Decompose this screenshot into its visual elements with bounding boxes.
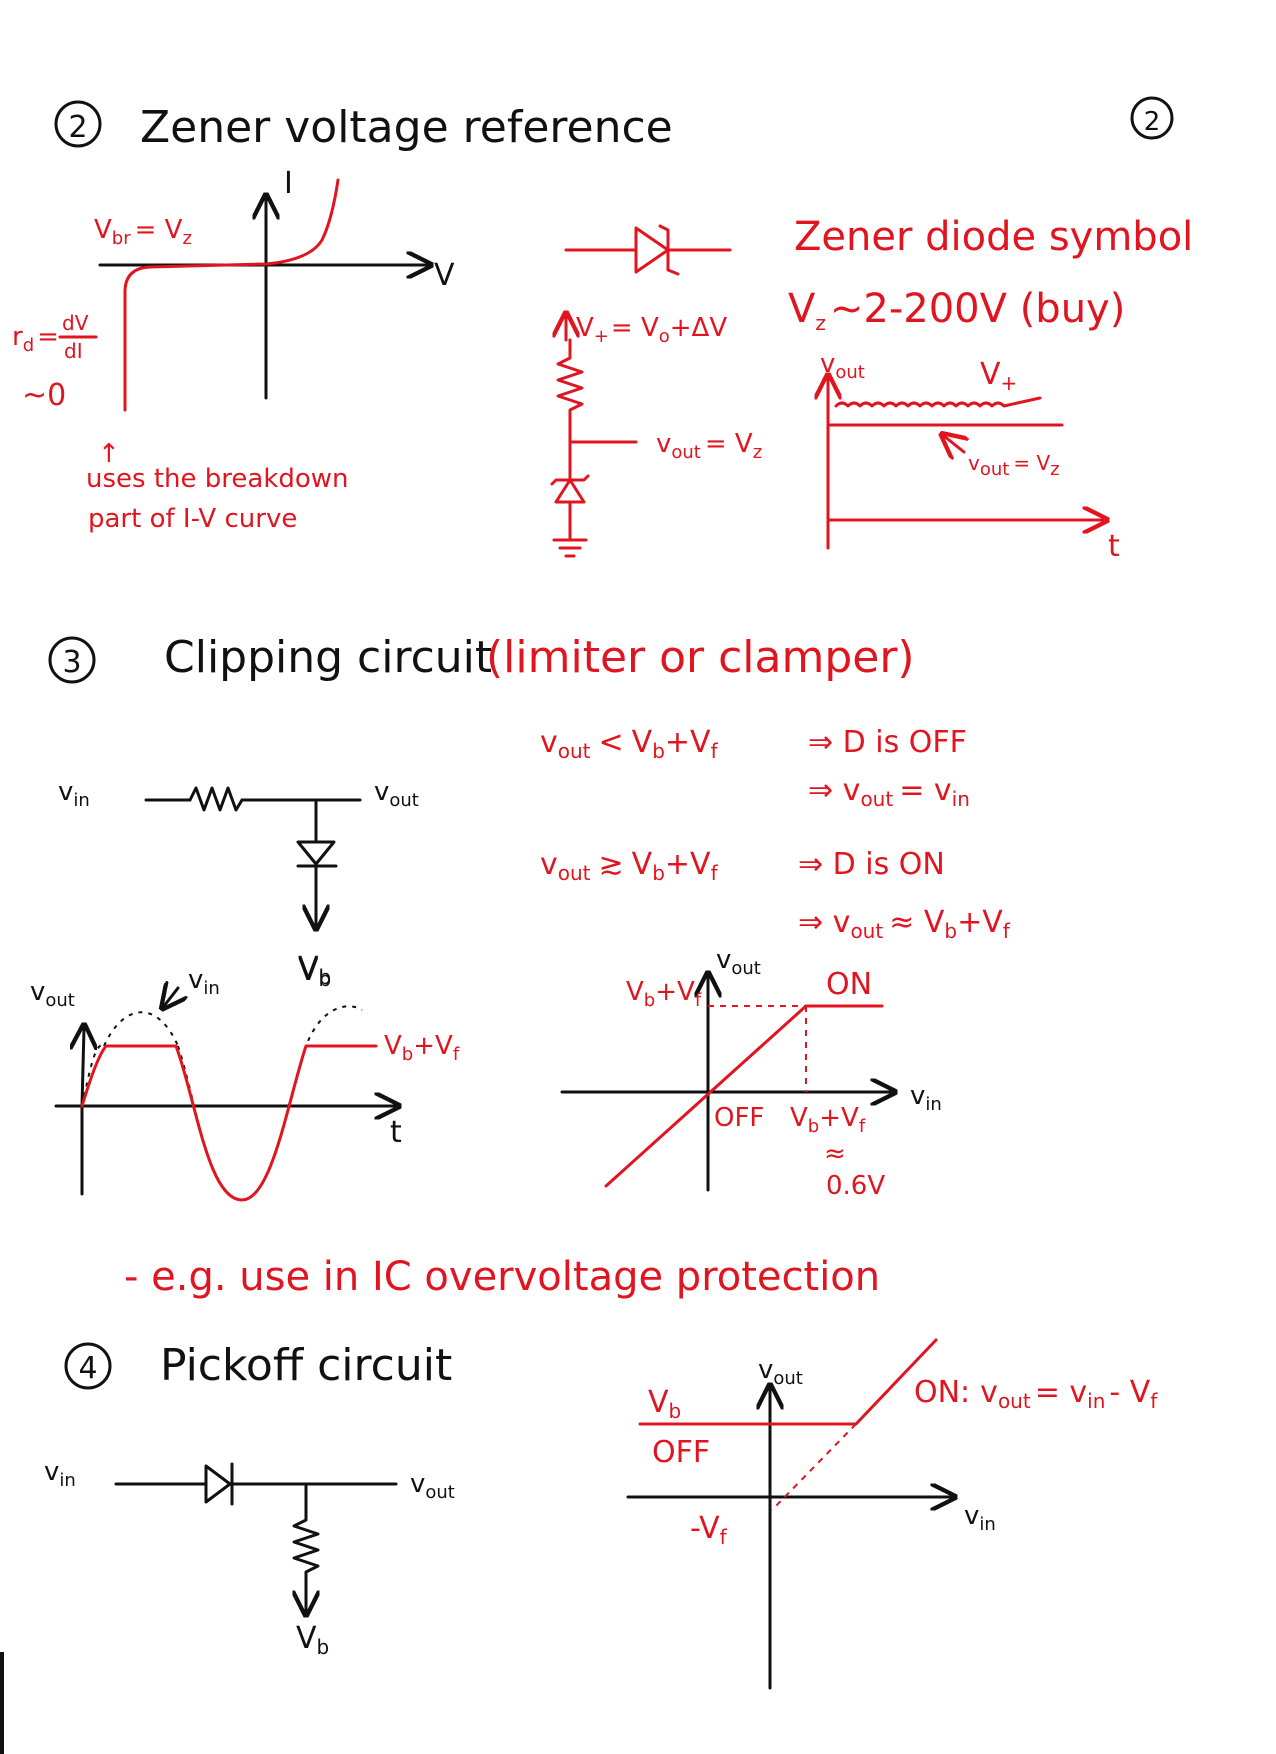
cond2-line2: ⇒ vout≈ Vb+Vf (798, 905, 1011, 943)
xlevel-label: Vb+Vf (790, 1103, 866, 1137)
zener-reference-circuit: V+= Vo+ΔV vout= Vz (550, 313, 762, 558)
section-number: 3 (62, 645, 81, 680)
vout-clipped (80, 1044, 378, 1202)
page-number: 2 (1144, 107, 1161, 137)
vplus-ripple (834, 396, 1042, 408)
y-axis-label: vout (820, 349, 865, 383)
off-label: OFF (714, 1103, 764, 1133)
zener-diode-symbol: Zener diode symbol Vz~2-200V (buy) (564, 214, 1193, 335)
value-label: 0.6V (826, 1171, 885, 1201)
section-subtitle: (limiter or clamper) (486, 632, 915, 683)
vb-label: Vb (298, 951, 331, 989)
x-axis-label: vin (910, 1081, 942, 1115)
zener-vout-graph: vout t V+ vout= Vz (820, 349, 1120, 564)
section-number-circle (48, 636, 96, 684)
resistor (292, 1482, 320, 1606)
vplus-label: V+ (980, 357, 1017, 395)
vout-label: vout (374, 777, 419, 811)
zener-triangle (554, 478, 586, 504)
rd-label: rd= (12, 322, 59, 356)
rd-numerator: dV (62, 311, 89, 335)
section-number: 2 (68, 110, 87, 145)
vin-label: vin (44, 1457, 76, 1491)
y-axis (82, 1028, 84, 1108)
extension-dashed (771, 1423, 857, 1511)
vb-label: Vb (298, 953, 331, 991)
cond1-result: ⇒ D is OFF (808, 725, 967, 760)
clipping-waveform: vout t vin Vb Vb+Vf (30, 953, 460, 1202)
x-axis-label: t (1108, 529, 1120, 564)
x-axis-label: t (390, 1115, 402, 1150)
on-equation: ON:vout= vin- Vf (914, 1375, 1158, 1413)
section-title: Pickoff circuit (160, 1340, 452, 1391)
clipping-conditions: vout<Vb+Vf ⇒ D is OFF ⇒ vout= vin vout≳V… (540, 725, 1011, 943)
section-4-header: 4 Pickoff circuit (64, 1340, 452, 1391)
vin-pointer (164, 988, 178, 1006)
iv-curve (123, 178, 340, 412)
section-title: Zener voltage reference (140, 102, 673, 153)
cond2-inequality: vout≳Vb+Vf (540, 847, 719, 885)
x-axis-label: vin (964, 1501, 996, 1535)
symbol-triangle (634, 226, 670, 274)
resistor (188, 786, 244, 812)
section-2-header: 2 Zener voltage reference 2 (54, 96, 1174, 153)
note-line-1: uses the breakdown (86, 464, 349, 494)
neg-vf-label: -Vf (690, 1511, 728, 1549)
cond1-inequality: vout<Vb+Vf (540, 725, 719, 763)
vbr-label: Vbr= Vz (94, 215, 192, 249)
approx-sign: ≈ (824, 1139, 846, 1169)
y-axis-label: vout (758, 1355, 803, 1389)
section-number-circle (64, 1342, 112, 1390)
off-label: OFF (652, 1435, 710, 1470)
clipping-transfer-plot: vout vin ON Vb+Vf OFF Vb+Vf ≈ 0.6V (560, 945, 942, 1201)
pickoff-circuit: vin vout Vb (44, 1457, 455, 1659)
y-axis-label: vout (716, 945, 761, 979)
vplus-label: V+= Vo+ΔV (576, 313, 727, 347)
vz-range: Vz~2-200V (buy) (788, 286, 1125, 335)
diode-triangle (296, 840, 336, 866)
pickoff-transfer-plot: vout vin Vb OFF -Vf ON:vout= vin- Vf (626, 1338, 1158, 1690)
y-axis-label: vout (30, 977, 75, 1011)
resistor (556, 338, 584, 444)
vout-label: vout= Vz (656, 429, 762, 463)
example-note: - e.g. use in IC overvoltage protection (124, 1254, 880, 1300)
vin-label: vin (188, 965, 220, 999)
on-label: ON (826, 967, 872, 1002)
cond1-line2: ⇒ vout= vin (808, 773, 970, 811)
note-arrow: ↑ (98, 439, 120, 469)
zener-bar (550, 474, 590, 486)
symbol-heading: Zener diode symbol (794, 214, 1193, 260)
section-title: Clipping circuit (164, 632, 492, 683)
vin-label: vin (58, 777, 90, 811)
clipping-circuit: vin vout Vb (58, 777, 419, 989)
vout-level-label: vout= Vz (968, 451, 1060, 480)
vin-sine (81, 1005, 363, 1202)
section-number: 4 (78, 1351, 97, 1386)
vb-label: Vb (648, 1385, 681, 1423)
clip-level-label: Vb+Vf (384, 1031, 460, 1065)
zener-iv-plot: I V Vbr= Vz rd= dV dI ~0 ↑ uses the brea… (12, 166, 455, 534)
cond2-result: ⇒ D is ON (798, 847, 945, 882)
vout-pointer (944, 436, 964, 452)
section-3-header: 3 Clipping circuit (limiter or clamper) (48, 632, 915, 684)
vb-label: Vb (296, 1621, 329, 1659)
rd-approx: ~0 (22, 378, 66, 413)
page-number-circle (1130, 96, 1174, 140)
vout-label: vout (410, 1469, 455, 1503)
section-number-circle (54, 100, 102, 148)
note-line-2: part of I-V curve (88, 504, 297, 534)
diode-triangle (204, 1464, 232, 1504)
y-axis-label: I (284, 166, 293, 201)
x-axis-label: V (434, 258, 455, 293)
rd-denominator: dI (64, 339, 83, 363)
level-label: Vb+Vf (626, 977, 702, 1011)
